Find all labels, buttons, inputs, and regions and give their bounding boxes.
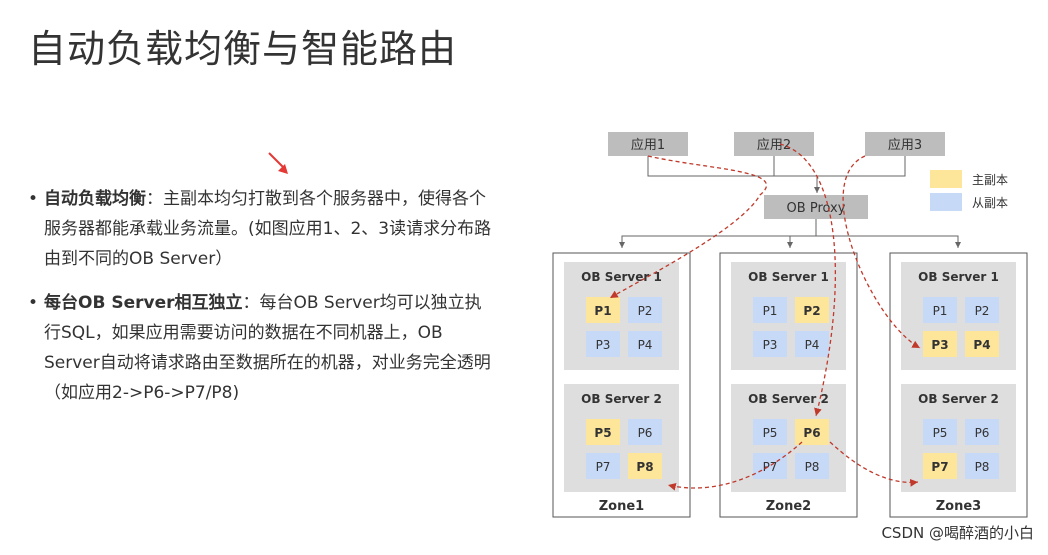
app3-label: 应用3 xyxy=(888,137,922,153)
partition-label: P8 xyxy=(805,460,820,474)
partition-p5 xyxy=(923,419,957,445)
ob-server-label: OB Server 2 xyxy=(748,392,829,406)
ob-proxy-box xyxy=(764,195,868,219)
partition-label: P5 xyxy=(933,426,948,440)
partition-label: P3 xyxy=(763,338,778,352)
bullet-text: 每台OB Server均可以独立执行SQL，如果应用需要访问的数据在不同机器上，… xyxy=(44,293,491,403)
partition-label: P2 xyxy=(975,304,990,318)
partition-label: P2 xyxy=(638,304,653,318)
partition-label: P2 xyxy=(803,304,820,318)
partition-p3 xyxy=(586,331,620,357)
partition-p4 xyxy=(795,331,829,357)
app2-box xyxy=(734,132,814,156)
partition-p1 xyxy=(753,297,787,323)
partition-label: P7 xyxy=(931,460,948,474)
partition-p6 xyxy=(628,419,662,445)
partition-label: P6 xyxy=(638,426,653,440)
partition-label: P5 xyxy=(763,426,778,440)
route-app1-p1 xyxy=(609,155,768,299)
legend-leader-swatch xyxy=(930,170,962,188)
partition-label: P3 xyxy=(931,338,948,352)
zone-connector xyxy=(816,235,961,248)
partition-label: P7 xyxy=(763,460,778,474)
route-p6-p8 xyxy=(667,441,803,491)
partition-label: P6 xyxy=(975,426,990,440)
zone-label: Zone2 xyxy=(766,499,811,514)
partition-p7 xyxy=(586,453,620,479)
bullet-heading: 每台OB Server相互独立 xyxy=(44,293,243,313)
partition-p4 xyxy=(965,331,999,357)
partition-p8 xyxy=(795,453,829,479)
legend-follower-label: 从副本 xyxy=(972,196,1008,210)
partition-p8 xyxy=(628,453,662,479)
partition-label: P7 xyxy=(596,460,611,474)
partition-p3 xyxy=(923,331,957,357)
partition-p6 xyxy=(965,419,999,445)
bullet-dot: • xyxy=(28,189,39,209)
route-app3-p3 xyxy=(842,155,921,349)
partition-p2 xyxy=(795,297,829,323)
partition-p2 xyxy=(965,297,999,323)
partition-label: P1 xyxy=(763,304,778,318)
bullet-list: • 自动负载均衡：主副本均匀打散到各个服务器中，使得各个服务器都能承载业务流量。… xyxy=(28,184,498,422)
partition-label: P8 xyxy=(975,460,990,474)
partition-p4 xyxy=(628,331,662,357)
bullet-heading: 自动负载均衡 xyxy=(44,189,146,209)
partition-p7 xyxy=(923,453,957,479)
partition-p2 xyxy=(628,297,662,323)
bullet-sep: ： xyxy=(146,189,163,209)
watermark: CSDN @喝醉酒的小白 xyxy=(881,524,1034,542)
partition-p8 xyxy=(965,453,999,479)
bullet-load-balance: • 自动负载均衡：主副本均匀打散到各个服务器中，使得各个服务器都能承载业务流量。… xyxy=(28,184,498,274)
partition-label: P5 xyxy=(594,426,611,440)
ob-server-label: OB Server 1 xyxy=(581,270,662,284)
partition-p5 xyxy=(753,419,787,445)
ob-server-label: OB Server 2 xyxy=(581,392,662,406)
ob-server-label: OB Server 1 xyxy=(918,270,999,284)
app1-label: 应用1 xyxy=(631,137,665,153)
bullet-dot: • xyxy=(28,293,39,313)
architecture-diagram: 应用1 应用2 应用3 主副本 从副本 OB Proxy Zone1 OB Ser… xyxy=(540,120,1048,551)
zone-connector xyxy=(619,219,817,248)
partition-label: P3 xyxy=(596,338,611,352)
ob-proxy-label: OB Proxy xyxy=(787,201,846,216)
zone-label: Zone3 xyxy=(936,499,981,514)
zone-connector xyxy=(787,235,816,248)
bullet-sep: ： xyxy=(242,293,260,313)
zone-label: Zone1 xyxy=(599,499,644,514)
partition-p3 xyxy=(753,331,787,357)
partition-label: P4 xyxy=(973,338,990,352)
route-app2-p6 xyxy=(779,143,837,417)
partition-label: P6 xyxy=(803,426,820,440)
partition-p7 xyxy=(753,453,787,479)
partition-label: P1 xyxy=(594,304,611,318)
legend-follower-swatch xyxy=(930,193,962,211)
bullet-text: 主副本均匀打散到各个服务器中，使得各个服务器都能承载业务流量。(如图应用1、2、… xyxy=(44,189,492,269)
page-title: 自动负载均衡与智能路由 xyxy=(28,27,458,71)
partition-label: P4 xyxy=(805,338,820,352)
partition-label: P8 xyxy=(636,460,653,474)
app-connector xyxy=(647,156,906,177)
diagram-canvas: 应用1 应用2 应用3 主副本 从副本 OB Proxy Zone1 OB Ser… xyxy=(552,132,1028,518)
app2-label: 应用2 xyxy=(757,137,791,153)
bullet-independent: • 每台OB Server相互独立：每台OB Server均可以独立执行SQL，… xyxy=(28,288,498,408)
ob-server-label: OB Server 1 xyxy=(748,270,829,284)
partition-p1 xyxy=(923,297,957,323)
partition-p5 xyxy=(586,419,620,445)
partition-p6 xyxy=(795,419,829,445)
legend-leader-label: 主副本 xyxy=(972,173,1008,187)
ob-server-label: OB Server 2 xyxy=(918,392,999,406)
app1-box xyxy=(608,132,688,156)
partition-p1 xyxy=(586,297,620,323)
pointer-arrow-icon xyxy=(268,152,288,174)
partition-label: P4 xyxy=(638,338,653,352)
partition-label: P1 xyxy=(933,304,948,318)
app3-box xyxy=(865,132,945,156)
